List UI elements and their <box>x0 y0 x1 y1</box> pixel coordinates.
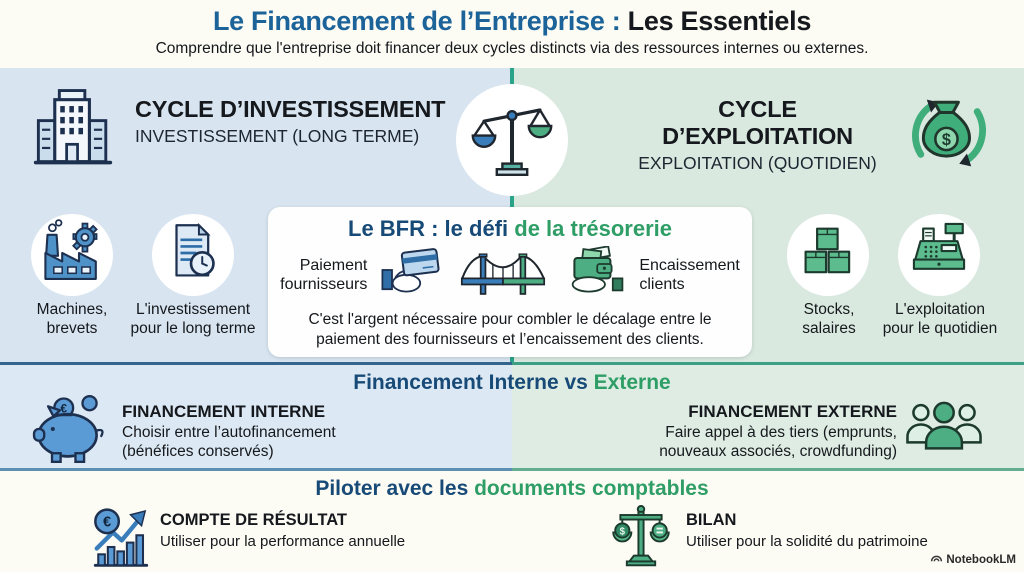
factory-gear-icon <box>37 218 107 293</box>
exploitation-heading: CYCLE D’EXPLOITATION EXPLOITATION (QUOTI… <box>620 96 895 174</box>
financing-title: Financement Interne vs Externe <box>0 371 1024 395</box>
wallet-hand-icon <box>560 244 626 305</box>
people-group-icon <box>903 399 985 464</box>
svg-text:$: $ <box>942 131 951 149</box>
register-circle <box>898 214 980 296</box>
exploitation-title: CYCLE D’EXPLOITATION <box>662 96 853 149</box>
divider-green-right <box>512 362 1024 365</box>
external-financing-block: FINANCEMENT EXTERNE Faire appel à des ti… <box>585 402 897 462</box>
document-clock-icon <box>160 220 226 291</box>
internal-financing-block: FINANCEMENT INTERNE Choisir entre l’auto… <box>122 402 412 462</box>
steering-title: Piloter avec les documents comptables <box>0 477 1024 501</box>
lower-divider-green <box>512 468 1024 471</box>
investment-doc-label: L'investissement pour le long terme <box>130 301 256 337</box>
bfr-title: Le BFR : le défi de la trésorerie <box>268 216 752 242</box>
steering-title-green: documents comptables <box>474 477 709 500</box>
svg-text:$: $ <box>620 526 626 537</box>
bfr-card: Le BFR : le défi de la trésorerie Paieme… <box>268 207 752 357</box>
external-financing-description: Faire appel à des tiers (emprunts, nouve… <box>659 424 897 460</box>
investment-doc-circle <box>152 214 234 296</box>
income-statement-block: COMPTE DE RÉSULTAT Utiliser pour la perf… <box>160 511 405 550</box>
financing-title-blue: Financement Interne vs <box>353 371 594 394</box>
internal-financing-heading: FINANCEMENT INTERNE <box>122 402 326 421</box>
balance-scale-circle <box>456 84 568 196</box>
steering-title-blue: Piloter avec les <box>315 477 475 500</box>
bfr-icon-row: Paiement fournisseurs <box>268 244 752 305</box>
money-bag-cycle-icon: $ <box>902 86 996 185</box>
watermark-label: NotebookLM <box>946 554 1016 566</box>
lower-divider-blue <box>0 468 512 471</box>
page-subtitle: Comprendre que l'entreprise doit finance… <box>155 40 869 57</box>
page-title: Le Financement de l’Entreprise : Les Ess… <box>0 0 1024 37</box>
exploitation-subtitle: EXPLOITATION (QUOTIDIEN) <box>638 153 877 173</box>
financing-title-green: Externe <box>593 371 671 394</box>
office-building-icon <box>32 86 114 173</box>
cash-register-icon <box>906 220 972 291</box>
external-financing-heading: FINANCEMENT EXTERNE <box>688 402 897 421</box>
page-title-black: Les Essentiels <box>620 6 812 36</box>
header: Le Financement de l’Entreprise : Les Ess… <box>0 0 1024 68</box>
watermark: NotebookLM <box>930 552 1016 568</box>
income-statement-heading: COMPTE DE RÉSULTAT <box>160 511 347 529</box>
balance-coins-icon: $ <box>612 501 670 572</box>
svg-text:€: € <box>103 514 111 530</box>
credit-card-hand-icon <box>380 246 446 305</box>
bfr-clients-label: Encaissement clients <box>639 256 740 293</box>
bfr-title-blue: Le BFR : le défi <box>348 216 515 241</box>
stacked-boxes-icon <box>796 221 860 290</box>
machines-circle <box>31 214 113 296</box>
balance-sheet-description: Utiliser pour la solidité du patrimoine <box>686 533 928 550</box>
income-statement-description: Utiliser pour la performance annuelle <box>160 533 406 550</box>
euro-growth-chart-icon: € <box>88 503 154 572</box>
balance-sheet-heading: BILAN <box>686 511 737 529</box>
register-label: L'exploitation pour le quotidien <box>882 301 998 337</box>
investment-heading: CYCLE D’INVESTISSEMENT INVESTISSEMENT (L… <box>135 96 445 147</box>
bfr-title-green: de la trésorerie <box>514 216 672 241</box>
stocks-label: Stocks, salaires <box>802 301 856 337</box>
balance-sheet-block: BILAN Utiliser pour la solidité du patri… <box>686 511 928 550</box>
piggy-bank-icon: € <box>27 393 113 470</box>
investment-title: CYCLE D’INVESTISSEMENT <box>135 96 446 122</box>
page-title-blue: Le Financement de l’Entreprise : <box>212 6 621 36</box>
bfr-description: C'est l'argent nécessaire pour combler l… <box>308 311 712 348</box>
divider-blue-left <box>0 362 512 365</box>
bfr-suppliers-label: Paiement fournisseurs <box>280 256 368 293</box>
svg-text:€: € <box>60 403 67 416</box>
balance-scale-icon <box>468 94 556 187</box>
internal-financing-description: Choisir entre l’autofinancement (bénéfic… <box>122 424 336 460</box>
stocks-circle <box>787 214 869 296</box>
notebooklm-logo-icon <box>930 552 943 568</box>
bridge-icon <box>459 246 547 305</box>
investment-subtitle: INVESTISSEMENT (LONG TERME) <box>135 126 420 146</box>
machines-label: Machines, brevets <box>36 301 108 337</box>
